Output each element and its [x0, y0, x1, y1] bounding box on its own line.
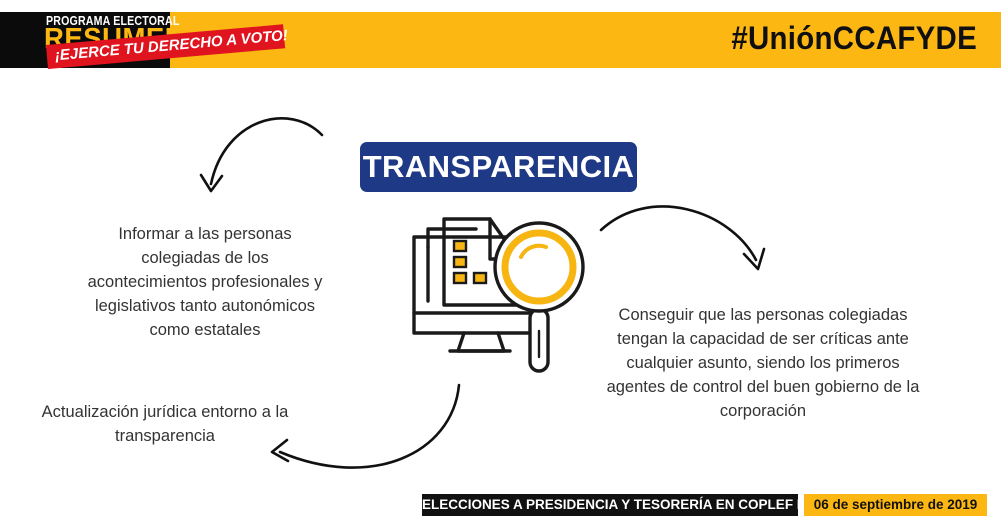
date-badge: 06 de septiembre de 2019 [804, 494, 987, 516]
arrow-bottom [278, 383, 461, 469]
left-objective-text: Informar a las personas colegiadas de lo… [87, 225, 323, 339]
program-label: PROGRAMA ELECTORAL [46, 14, 180, 28]
arrow-top-left [209, 117, 324, 186]
arrowhead-top-left [199, 173, 224, 193]
legal-update-text: Actualización jurídica entorno a la tran… [41, 403, 289, 445]
arrowhead-right [742, 247, 766, 271]
hashtag-title: #UniónCCAFYDE [731, 20, 977, 56]
section-title-badge: TRANSPARENCIA [360, 142, 637, 192]
documents-search-computer-icon [412, 217, 585, 373]
right-objective-text: Conseguir que las personas colegiadas te… [606, 306, 920, 420]
elections-banner: ELECCIONES A PRESIDENCIA Y TESORERÍA EN … [422, 494, 851, 516]
arrow-right [599, 205, 758, 262]
arrowhead-bottom [270, 438, 290, 463]
